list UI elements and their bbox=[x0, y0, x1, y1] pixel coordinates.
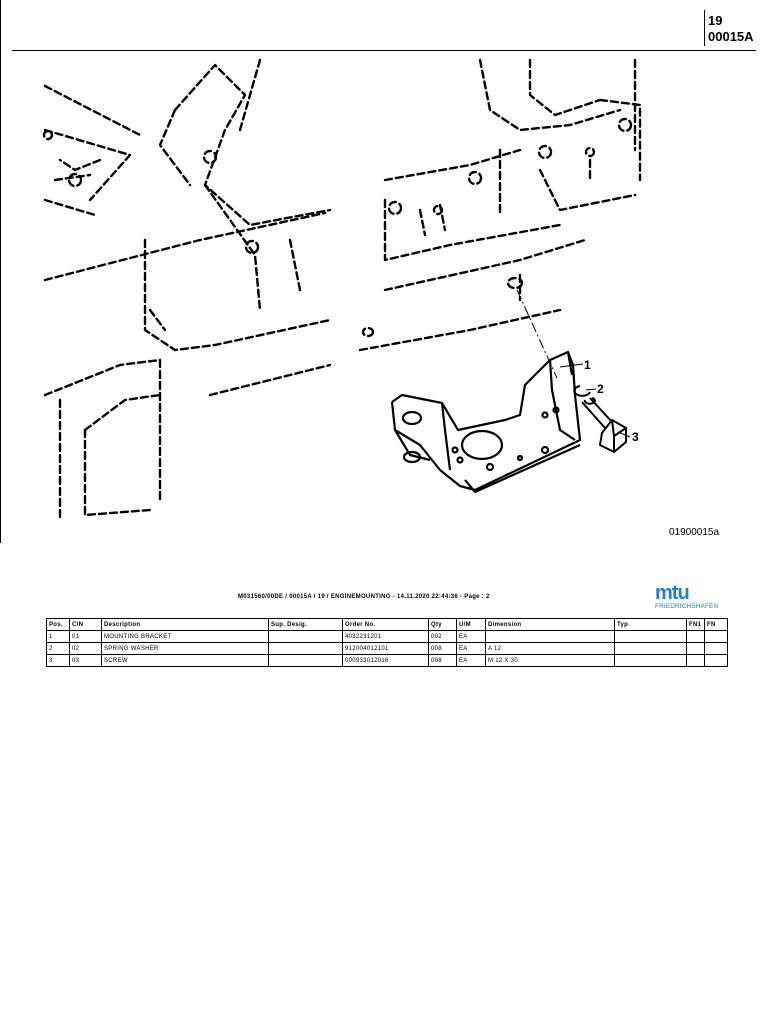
cell-order-no: 000933012016 bbox=[342, 654, 429, 667]
table-row: 2 02 SPRING WASHER 912004012101 008 EA A… bbox=[46, 642, 728, 655]
parts-table: Pos. C/N Description Sup. Desig. Order N… bbox=[46, 618, 728, 667]
cell-dimension: M 12 X 30 bbox=[485, 654, 615, 667]
col-header-typ: Typ bbox=[614, 618, 687, 631]
cell-qty: 002 bbox=[428, 630, 457, 643]
cell-sup-desig bbox=[268, 654, 343, 667]
header-rule bbox=[12, 50, 756, 51]
cell-um: EA bbox=[456, 630, 486, 643]
cell-fn bbox=[704, 630, 728, 643]
cell-fn1 bbox=[686, 630, 705, 643]
cell-description: SCREW bbox=[101, 654, 269, 667]
cell-dimension: A 12 bbox=[485, 642, 615, 655]
col-header-pos: Pos. bbox=[46, 618, 70, 631]
cell-order-no: 4032231201 bbox=[342, 630, 429, 643]
cell-um: EA bbox=[456, 654, 486, 667]
table-header-row: Pos. C/N Description Sup. Desig. Order N… bbox=[46, 618, 728, 631]
cell-fn bbox=[704, 642, 728, 655]
cell-typ bbox=[614, 630, 687, 643]
cell-pos: 1 bbox=[46, 630, 70, 643]
mtu-logo: mtu FRIEDRICHSHAFEN bbox=[655, 583, 727, 613]
header-code: 19 00015A bbox=[708, 13, 754, 45]
col-header-description: Description bbox=[101, 618, 269, 631]
cell-sup-desig bbox=[268, 642, 343, 655]
table-row: 1 01 MOUNTING BRACKET 4032231201 002 EA bbox=[46, 630, 728, 643]
callout-1: 1 bbox=[584, 358, 591, 372]
cell-fn1 bbox=[686, 654, 705, 667]
cell-cn: 02 bbox=[69, 642, 102, 655]
cell-qty: 008 bbox=[428, 642, 457, 655]
group-code: 19 bbox=[708, 13, 723, 28]
left-border-line bbox=[0, 0, 1, 543]
col-header-cn: C/N bbox=[69, 618, 102, 631]
logo-subtitle: FRIEDRICHSHAFEN bbox=[655, 603, 719, 610]
col-header-fn1: FN1 bbox=[686, 618, 705, 631]
col-header-dimension: Dimension bbox=[485, 618, 615, 631]
cell-fn bbox=[704, 654, 728, 667]
cell-um: EA bbox=[456, 642, 486, 655]
cell-fn1 bbox=[686, 642, 705, 655]
col-header-fn: FN bbox=[704, 618, 728, 631]
cell-description: SPRING WASHER bbox=[101, 642, 269, 655]
drawing-code: 00015A bbox=[708, 29, 754, 44]
col-header-um: U/M bbox=[456, 618, 486, 631]
logo-word: mtu bbox=[655, 582, 690, 604]
page-meta-line: M031560/00DE / 00015A / 19 / ENGINEMOUNT… bbox=[238, 594, 490, 600]
cell-sup-desig bbox=[268, 630, 343, 643]
header-divider bbox=[704, 10, 705, 46]
exploded-parts-drawing: 1 2 3 bbox=[42, 58, 642, 522]
cell-pos: 3 bbox=[46, 654, 70, 667]
callout-2: 2 bbox=[597, 382, 604, 396]
cell-typ bbox=[614, 642, 687, 655]
cell-pos: 2 bbox=[46, 642, 70, 655]
table-row: 3 03 SCREW 000933012016 008 EA M 12 X 30 bbox=[46, 654, 728, 667]
col-header-sup-desig: Sup. Desig. bbox=[268, 618, 343, 631]
figure-id: 01900015a bbox=[669, 527, 720, 538]
cell-cn: 03 bbox=[69, 654, 102, 667]
cell-dimension bbox=[485, 630, 615, 643]
cell-order-no: 912004012101 bbox=[342, 642, 429, 655]
col-header-order-no: Order No. bbox=[342, 618, 429, 631]
col-header-qty: Qty bbox=[428, 618, 457, 631]
callout-3: 3 bbox=[632, 430, 639, 444]
cell-cn: 01 bbox=[69, 630, 102, 643]
cell-description: MOUNTING BRACKET bbox=[101, 630, 269, 643]
cell-qty: 008 bbox=[428, 654, 457, 667]
cell-typ bbox=[614, 654, 687, 667]
